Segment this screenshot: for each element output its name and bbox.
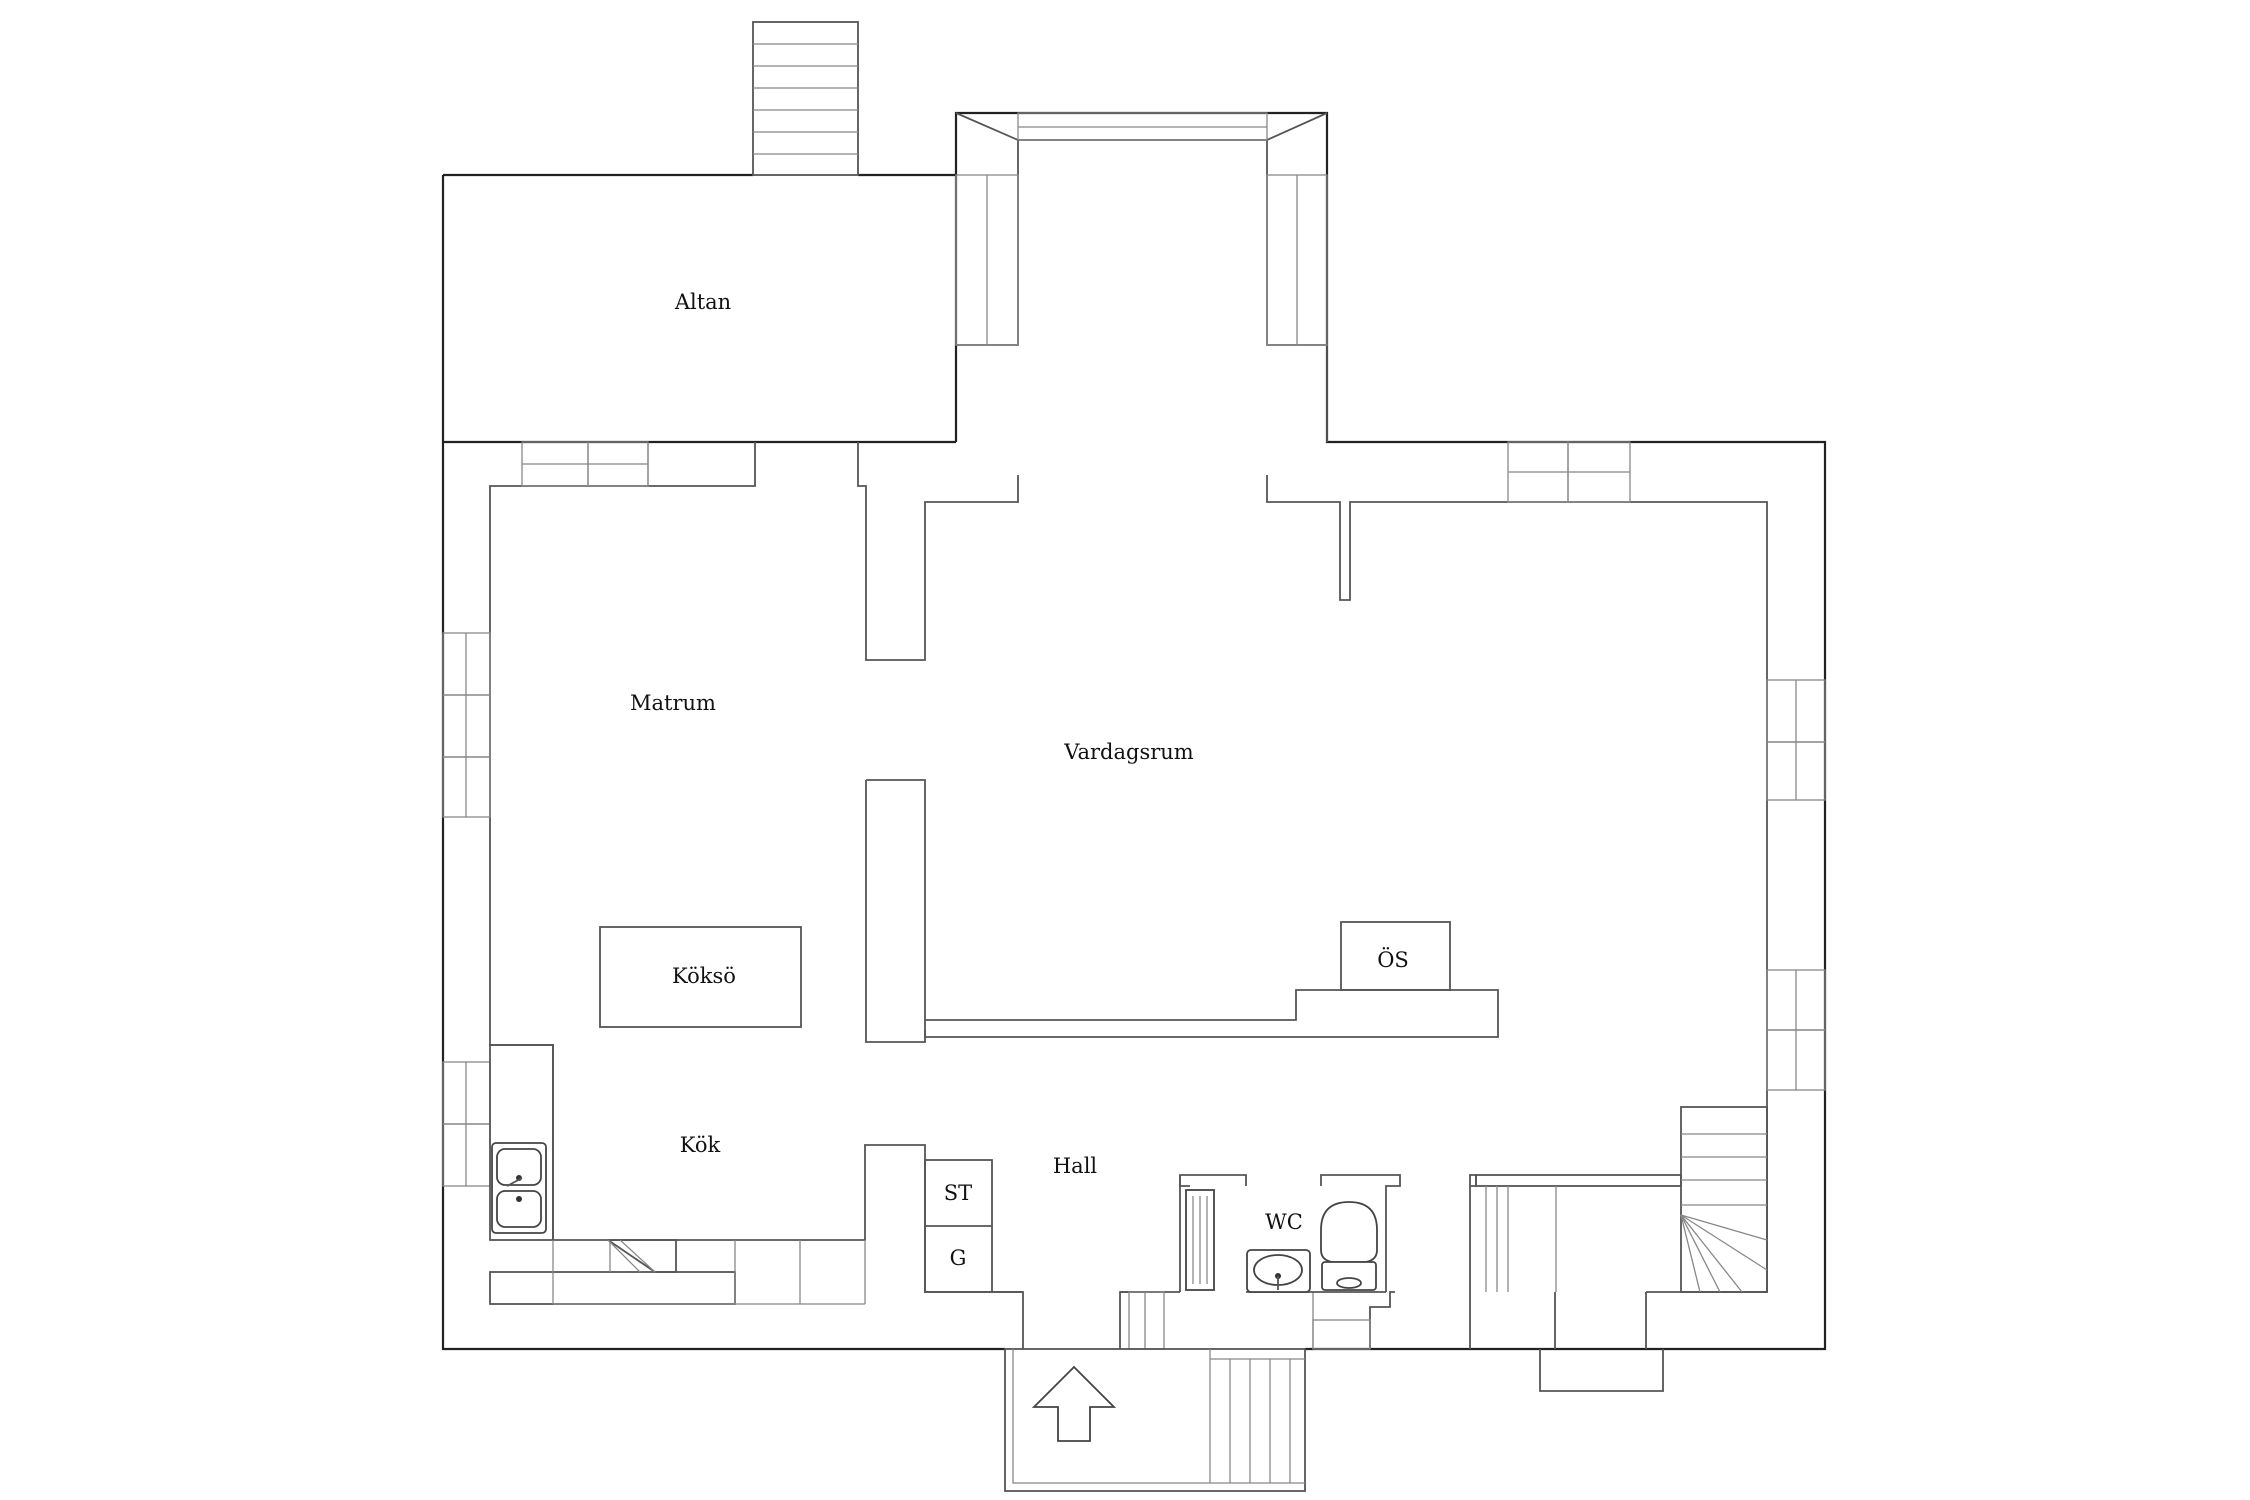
label-hall: Hall bbox=[1052, 1154, 1098, 1178]
entrance-arrow-icon bbox=[1031, 1365, 1117, 1442]
windows-right bbox=[1766, 679, 1826, 1091]
label-altan: Altan bbox=[674, 290, 732, 314]
kitchen-island bbox=[599, 926, 802, 1028]
building-outline bbox=[441, 111, 1827, 1351]
label-st: ST bbox=[943, 1181, 973, 1205]
interior-stair bbox=[1680, 1106, 1768, 1293]
label-matrum: Matrum bbox=[630, 691, 716, 715]
radiator-icon bbox=[1185, 1189, 1215, 1291]
kitchen-counters bbox=[489, 1044, 866, 1305]
bay-walls bbox=[955, 112, 1328, 442]
wash-basin-icon bbox=[1246, 1249, 1311, 1293]
label-kok: Kök bbox=[679, 1133, 721, 1157]
label-vardagsrum: Vardagsrum bbox=[1064, 740, 1194, 764]
windows-left bbox=[442, 632, 491, 1187]
label-g: G bbox=[949, 1246, 967, 1270]
inner-walls bbox=[489, 442, 1768, 1392]
partition-wall bbox=[865, 779, 1499, 1043]
toilet-icon bbox=[1320, 1201, 1378, 1291]
wc-room bbox=[1120, 1174, 1401, 1350]
hall-storage bbox=[1469, 1174, 1682, 1349]
front-entrance bbox=[1004, 1348, 1306, 1492]
kitchen-sink-icon bbox=[491, 1142, 547, 1234]
label-os: ÖS bbox=[1377, 948, 1409, 972]
altan-stair bbox=[752, 21, 859, 176]
label-wc: WC bbox=[1265, 1210, 1303, 1234]
storage-cabinets bbox=[924, 1159, 1023, 1293]
windows-top bbox=[521, 441, 1631, 503]
label-kokso: Köksö bbox=[672, 964, 736, 988]
